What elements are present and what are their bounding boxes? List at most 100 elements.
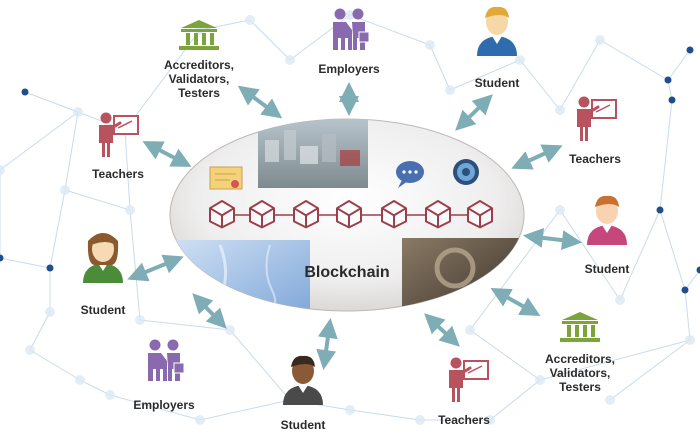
- network-node: [465, 325, 475, 335]
- network-link: [599, 39, 669, 81]
- label-line: Validators,: [168, 72, 230, 86]
- network-node: [415, 415, 425, 425]
- network-node: [605, 395, 615, 405]
- label-line: Teachers: [438, 413, 490, 427]
- network-node: [45, 307, 55, 317]
- label-accreditors-top: Accreditors,Validators,Testers: [164, 58, 234, 100]
- institution-icon: [179, 20, 219, 50]
- bidirectional-arrow: [142, 141, 192, 167]
- network-node: [73, 107, 83, 117]
- network-link: [684, 269, 700, 291]
- network-node: [686, 46, 694, 54]
- network-link: [139, 319, 231, 331]
- network-link: [609, 339, 691, 401]
- bidirectional-arrow: [127, 254, 184, 282]
- bidirectional-arrow: [316, 318, 338, 370]
- network-link: [24, 91, 79, 113]
- network-link: [559, 209, 621, 301]
- label-line: Employers: [133, 398, 195, 412]
- network-node: [345, 405, 355, 415]
- label-employers-bottom-left: Employers: [133, 398, 194, 412]
- actor-icons: [83, 6, 627, 405]
- teacher-icon: [449, 357, 489, 402]
- certificate-icon: [209, 166, 243, 190]
- network-link: [229, 329, 291, 401]
- block-cube-icon: [467, 200, 493, 229]
- network-link: [659, 209, 686, 291]
- bidirectional-arrow: [511, 144, 563, 170]
- blockchain-cubes: [209, 200, 493, 229]
- label-teachers-left: Teachers: [92, 167, 144, 181]
- bidirectional-arrow: [490, 288, 541, 316]
- background-network: [0, 10, 700, 425]
- network-node: [595, 35, 605, 45]
- label-accreditors-bottom-right: Accreditors,Validators,Testers: [545, 352, 615, 394]
- label-teachers-right: Teachers: [569, 152, 621, 166]
- network-link: [349, 409, 421, 421]
- bidirectional-arrow: [523, 227, 582, 251]
- network-link: [29, 349, 81, 381]
- institution-icon: [560, 312, 600, 342]
- label-line: Teachers: [569, 152, 621, 166]
- label-line: Student: [474, 76, 520, 90]
- network-link: [124, 129, 131, 211]
- network-node: [0, 254, 4, 262]
- label-teachers-bottom: Teachers: [438, 413, 490, 427]
- label-line: Employers: [318, 62, 380, 76]
- chat-bubble-icon: [396, 161, 424, 188]
- network-link: [29, 311, 51, 351]
- label-student-bottom: Student: [281, 418, 326, 432]
- bidirectional-arrow: [424, 313, 460, 347]
- student-icon: [283, 355, 323, 405]
- network-link: [64, 189, 131, 211]
- label-line: Accreditors,: [544, 352, 616, 366]
- network-node: [515, 55, 525, 65]
- network-link: [64, 111, 79, 191]
- label-line: Student: [80, 303, 126, 317]
- block-cube-icon: [381, 200, 407, 229]
- block-cube-icon: [249, 200, 275, 229]
- network-node: [0, 165, 5, 175]
- network-node: [555, 205, 565, 215]
- blue-science-image: [170, 240, 310, 311]
- network-node: [75, 375, 85, 385]
- network-link: [519, 59, 561, 111]
- network-node: [195, 415, 205, 425]
- network-node: [25, 345, 35, 355]
- teacher-icon: [99, 112, 139, 157]
- label-student-right: Student: [585, 262, 630, 276]
- label-line: Student: [280, 418, 326, 432]
- network-node: [664, 76, 672, 84]
- blockchain-ellipse: [169, 118, 525, 312]
- badge-seal-icon: [453, 159, 479, 185]
- network-node: [105, 390, 115, 400]
- network-node: [615, 295, 625, 305]
- network-node: [696, 266, 700, 274]
- student-icon: [587, 195, 627, 245]
- label-line: Accreditors,: [163, 58, 235, 72]
- network-link: [49, 189, 66, 269]
- blockchain-label: Blockchain: [304, 264, 390, 281]
- block-cube-icon: [336, 200, 362, 229]
- label-student-top-right: Student: [475, 76, 520, 90]
- block-cube-icon: [293, 200, 319, 229]
- network-link: [349, 14, 431, 46]
- network-node: [225, 325, 235, 335]
- network-link: [199, 19, 251, 31]
- label-line: Testers: [178, 86, 220, 100]
- network-link: [539, 339, 691, 381]
- network-link: [429, 44, 451, 91]
- network-node: [46, 264, 54, 272]
- network-node: [685, 335, 695, 345]
- network-link: [469, 329, 541, 381]
- network-link: [449, 59, 521, 91]
- network-node: [135, 315, 145, 325]
- label-line: Validators,: [549, 366, 611, 380]
- bidirectional-arrow: [192, 293, 227, 329]
- network-link: [199, 399, 291, 421]
- network-node: [681, 286, 689, 294]
- network-node: [555, 105, 565, 115]
- network-node: [285, 55, 295, 65]
- label-student-left: Student: [81, 303, 126, 317]
